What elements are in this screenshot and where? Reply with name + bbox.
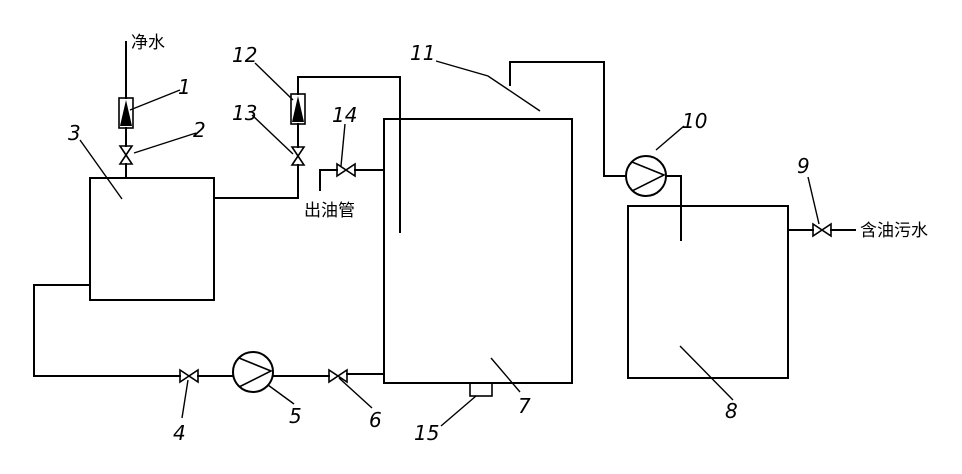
pump-10 [625,155,667,197]
label-clean-water: 净水 [131,33,165,53]
label-num-6: 6 [369,408,382,432]
label-num-10: 10 [682,109,707,133]
pipe-12-into-7 [297,76,401,233]
pipe-3-to-12 [213,164,299,199]
tank-8 [627,205,789,379]
valve-13 [290,146,306,166]
return-pipe [33,284,181,377]
label-num-13: 13 [232,101,257,125]
pipe-11 [509,61,627,177]
label-oil-outlet: 出油管 [304,201,355,221]
drain-15 [469,382,493,397]
pump-5 [232,351,274,393]
valve-2 [118,145,134,165]
label-num-1: 1 [178,75,191,99]
pipe-10-into-8 [665,175,682,241]
label-num-3: 3 [68,121,81,145]
label-num-8: 8 [725,399,738,423]
label-num-14: 14 [332,103,357,127]
flowmeter-12 [290,93,306,125]
label-num-12: 12 [232,43,257,67]
label-oily-wastewater: 含油污水 [860,221,928,241]
label-num-7: 7 [518,394,531,418]
valve-6 [328,368,348,384]
tank-3 [89,177,215,301]
flowmeter-1 [118,97,134,129]
valve-14 [336,162,356,178]
valve-4 [179,368,199,384]
label-num-15: 15 [414,421,439,445]
tank-7 [383,118,573,384]
label-num-4: 4 [173,421,186,445]
label-num-11: 11 [410,41,435,65]
label-num-9: 9 [797,154,810,178]
valve-9 [812,222,832,238]
label-num-2: 2 [193,118,206,142]
label-num-5: 5 [289,404,302,428]
